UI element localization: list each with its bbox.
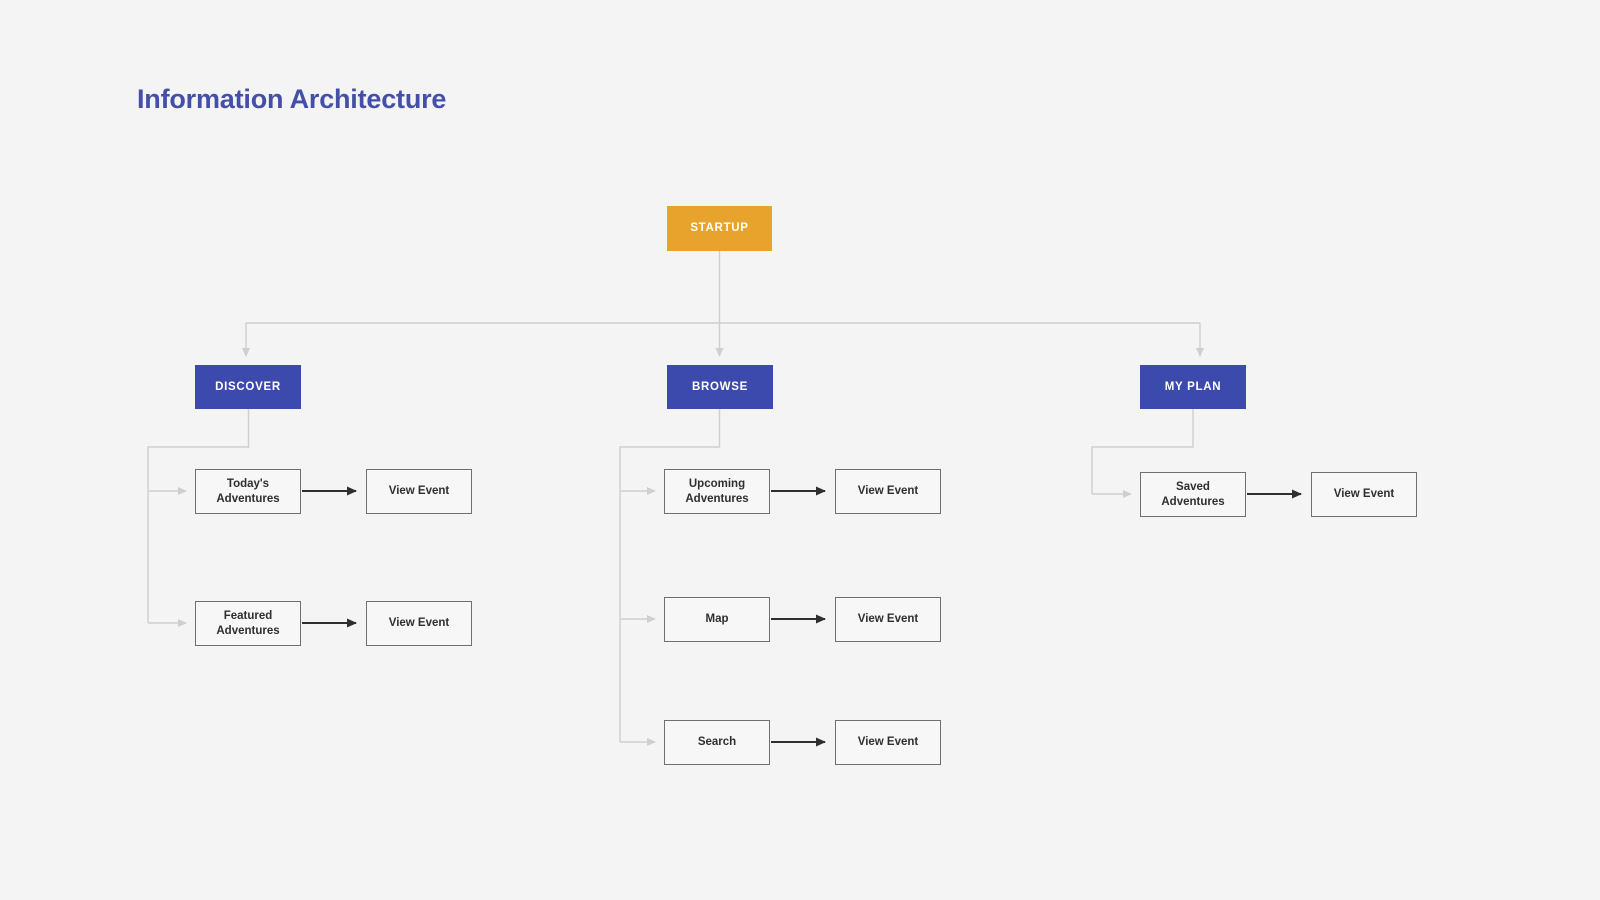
node-upcoming-view-event[interactable]: View Event [835, 469, 941, 514]
node-todays-view-event-label: View Event [388, 485, 450, 498]
node-map-view-event[interactable]: View Event [835, 597, 941, 642]
node-search-view-event[interactable]: View Event [835, 720, 941, 765]
node-map[interactable]: Map [664, 597, 770, 642]
node-upcoming-view-event-label: View Event [857, 485, 919, 498]
edge-browse-trunk [619, 409, 721, 742]
node-upcoming-adventures[interactable]: Upcoming Adventures [664, 469, 770, 514]
node-discover[interactable]: DISCOVER [195, 365, 301, 409]
node-startup-label: STARTUP [690, 222, 749, 235]
node-saved-adventures-label: Saved Adventures [1161, 481, 1225, 508]
page-title: Information Architecture [137, 84, 447, 114]
node-search-view-event-label: View Event [857, 736, 919, 749]
node-my-plan[interactable]: MY PLAN [1140, 365, 1246, 409]
node-featured-view-event-label: View Event [388, 617, 450, 630]
node-browse[interactable]: BROWSE [667, 365, 773, 409]
node-saved-view-event[interactable]: View Event [1311, 472, 1417, 517]
node-map-label: Map [705, 613, 729, 626]
node-saved-view-event-label: View Event [1333, 488, 1395, 501]
node-featured-view-event[interactable]: View Event [366, 601, 472, 646]
edge-startup-bus [246, 251, 1200, 324]
node-search[interactable]: Search [664, 720, 770, 765]
node-featured-adventures[interactable]: Featured Adventures [195, 601, 301, 646]
node-todays-adventures[interactable]: Today's Adventures [195, 469, 301, 514]
node-saved-adventures[interactable]: Saved Adventures [1140, 472, 1246, 517]
node-search-label: Search [697, 736, 737, 749]
node-discover-label: DISCOVER [215, 380, 281, 393]
node-browse-label: BROWSE [692, 380, 748, 393]
node-featured-adventures-label: Featured Adventures [216, 610, 280, 637]
node-todays-adventures-label: Today's Adventures [216, 478, 280, 505]
node-upcoming-adventures-label: Upcoming Adventures [685, 478, 749, 505]
node-map-view-event-label: View Event [857, 613, 919, 626]
node-todays-view-event[interactable]: View Event [366, 469, 472, 514]
node-startup[interactable]: STARTUP [667, 206, 772, 251]
edge-discover-trunk [147, 409, 250, 623]
node-my-plan-label: MY PLAN [1164, 380, 1222, 393]
